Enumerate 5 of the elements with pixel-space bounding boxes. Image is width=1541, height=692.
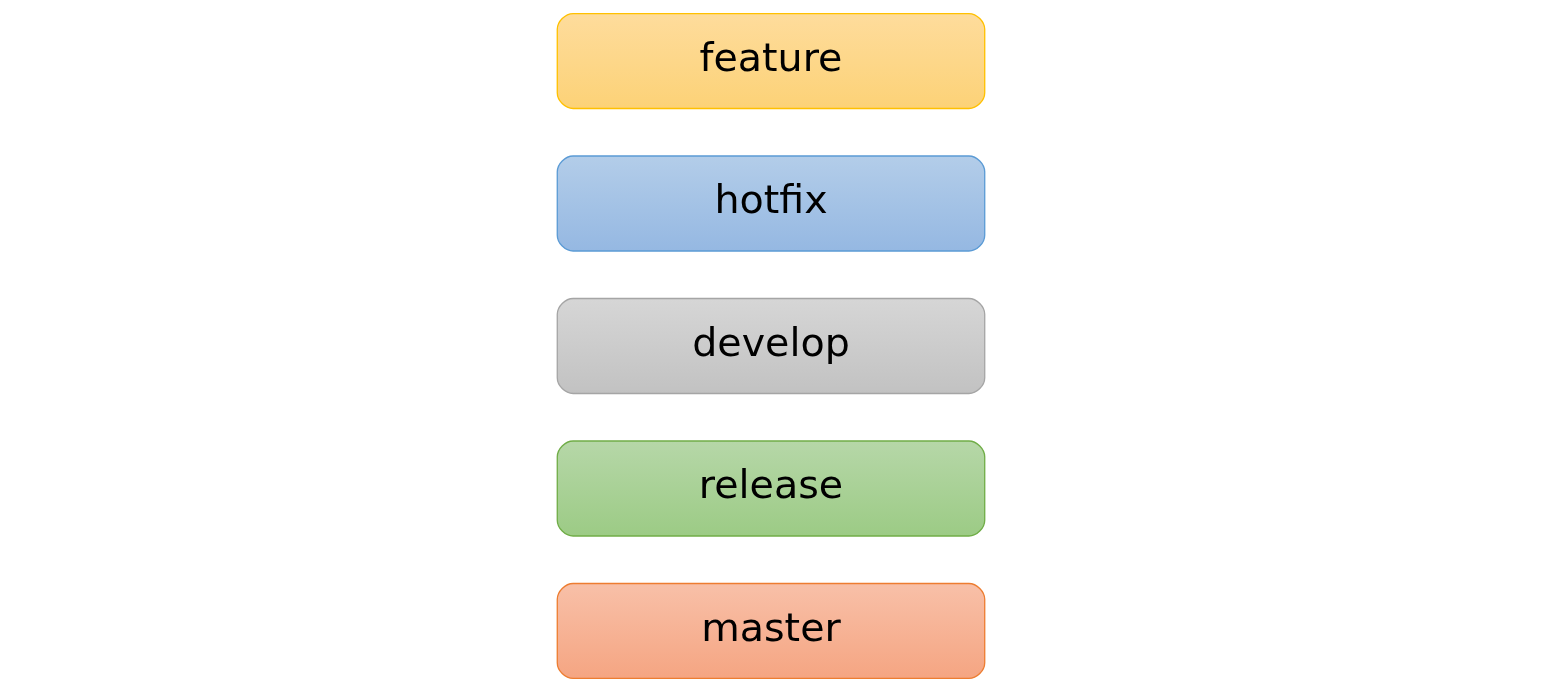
node-box: hotfix	[556, 155, 985, 252]
node-box: master	[556, 582, 985, 680]
node-box: develop	[556, 297, 985, 395]
node-box: feature	[556, 12, 985, 110]
node-box: release	[556, 440, 985, 537]
